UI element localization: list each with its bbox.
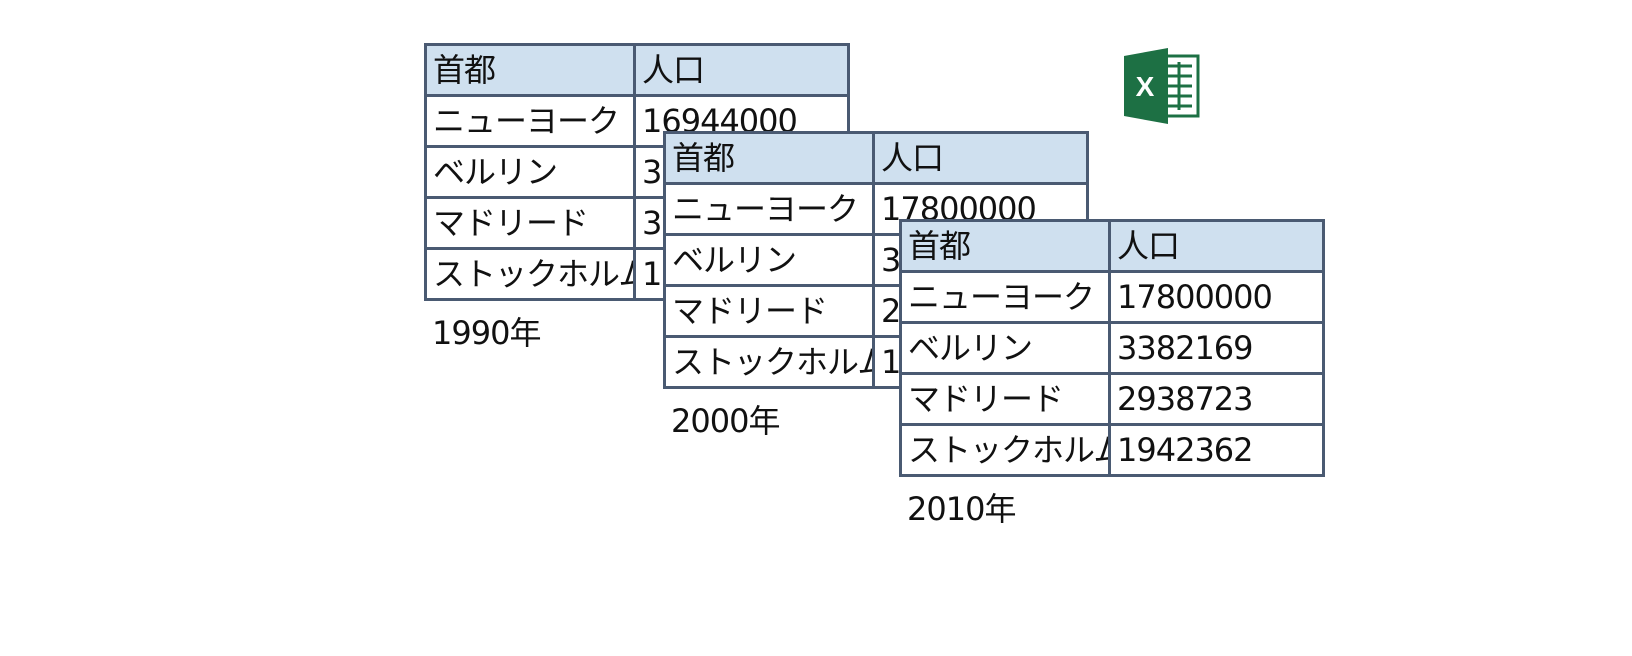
- city-cell: マドリード: [424, 196, 636, 250]
- excel-icon-letter: X: [1136, 71, 1155, 102]
- header-capital: 首都: [424, 43, 636, 97]
- population-cell: 2938723: [1108, 372, 1325, 426]
- city-cell: ニューヨーク: [899, 270, 1111, 324]
- city-cell: ベルリン: [424, 145, 636, 199]
- year-caption-2000: 2000年: [671, 402, 780, 440]
- population-cell: 17800000: [1108, 270, 1325, 324]
- table-header-row: 首都 人口: [899, 219, 1325, 273]
- header-population: 人口: [633, 43, 850, 97]
- table-row: マドリード 2938723: [899, 372, 1325, 426]
- header-capital: 首都: [663, 131, 875, 185]
- header-population: 人口: [872, 131, 1089, 185]
- table-row: ベルリン 3382169: [899, 321, 1325, 375]
- population-cell: 3382169: [1108, 321, 1325, 375]
- city-cell: ベルリン: [899, 321, 1111, 375]
- excel-icon: X: [1124, 48, 1200, 124]
- table-row: ニューヨーク 16944000: [424, 94, 850, 148]
- city-cell: ストックホルム: [663, 335, 875, 389]
- table-2010: 首都 人口 ニューヨーク 17800000 ベルリン 3382169 マドリード…: [899, 219, 1325, 529]
- city-cell: ベルリン: [663, 233, 875, 287]
- population-cell: 1942362: [1108, 423, 1325, 477]
- table-header-row: 首都 人口: [663, 131, 1089, 185]
- city-cell: マドリード: [663, 284, 875, 338]
- year-caption-1990: 1990年: [432, 314, 541, 352]
- population-table-2010: 首都 人口 ニューヨーク 17800000 ベルリン 3382169 マドリード…: [899, 219, 1325, 477]
- table-row: ストックホルム 1942362: [899, 423, 1325, 477]
- city-cell: ストックホルム: [899, 423, 1111, 477]
- year-caption-2010: 2010年: [907, 490, 1016, 528]
- city-cell: ストックホルム: [424, 247, 636, 301]
- city-cell: ニューヨーク: [663, 182, 875, 236]
- city-cell: ニューヨーク: [424, 94, 636, 148]
- header-population: 人口: [1108, 219, 1325, 273]
- table-row: ニューヨーク 17800000: [899, 270, 1325, 324]
- table-header-row: 首都 人口: [424, 43, 850, 97]
- city-cell: マドリード: [899, 372, 1111, 426]
- header-capital: 首都: [899, 219, 1111, 273]
